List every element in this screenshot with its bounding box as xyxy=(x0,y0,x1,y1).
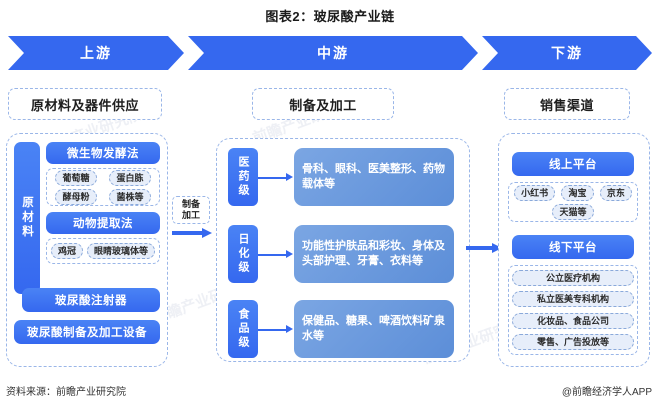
arrow-head xyxy=(286,325,293,333)
connector-label-line2: 加工 xyxy=(181,210,200,220)
stage-upstream[interactable]: 上游 xyxy=(8,36,184,70)
online-channel-items: 小红书 淘宝 京东 天猫等 xyxy=(508,182,638,222)
channel-online[interactable]: 线上平台 xyxy=(512,152,634,176)
chip-item: 化妆品、食品公司 xyxy=(512,312,634,329)
connector-label-line1: 制备 xyxy=(181,199,200,209)
header-downstream: 销售渠道 xyxy=(504,88,630,120)
arrow-midstream-to-downstream xyxy=(466,243,502,253)
chip-item: 小红书 xyxy=(514,184,556,201)
device-production-equipment[interactable]: 玻尿酸制备及加工设备 xyxy=(14,320,160,344)
brand-note: @前瞻经济学人APP xyxy=(561,387,652,398)
arrow-line xyxy=(258,329,286,331)
grade-desc-medical: 骨科、眼科、医美整形、药物载体等 xyxy=(294,148,454,206)
stage-midstream[interactable]: 中游 xyxy=(188,36,478,70)
chip-item: 京东 xyxy=(599,184,632,201)
chip-item: 零售、广告投放等 xyxy=(512,333,634,350)
arrow-line xyxy=(258,177,286,179)
arrow-head xyxy=(286,173,293,181)
chip-item: 葡萄糖 xyxy=(55,169,97,186)
chip-item: 天猫等 xyxy=(552,203,594,220)
chip-item: 鸡冠 xyxy=(50,243,83,259)
upstream-raw-material-tag: 原材料 xyxy=(14,142,40,294)
grade-desc-cosmetic: 功能性护肤品和彩妆、身体及头部护理、牙膏、衣料等 xyxy=(294,225,454,283)
arrow-line xyxy=(258,254,286,256)
page-title: 图表2：玻尿酸产业链 xyxy=(265,9,395,24)
stage-downstream[interactable]: 下游 xyxy=(482,36,652,70)
chip-item: 淘宝 xyxy=(561,184,594,201)
offline-channel-items: 公立医疗机构 私立医美专科机构 化妆品、食品公司 零售、广告投放等 xyxy=(508,265,638,355)
header-upstream: 原材料及器件供应 xyxy=(8,88,162,120)
chip-item: 眼睛玻璃体等 xyxy=(86,243,155,259)
chip-item: 私立医美专科机构 xyxy=(512,291,634,308)
grade-tag-medical[interactable]: 医药级 xyxy=(228,148,258,206)
source-note: 资料来源：前瞻产业研究院 xyxy=(6,387,126,398)
channel-offline[interactable]: 线下平台 xyxy=(512,235,634,259)
grade-tag-food[interactable]: 食品级 xyxy=(228,300,258,358)
chip-item: 公立医疗机构 xyxy=(512,270,634,287)
arrow-upstream-to-midstream xyxy=(172,228,212,238)
animal-extraction-items: 鸡冠 眼睛玻璃体等 xyxy=(46,238,160,264)
chip-item: 蛋白胨 xyxy=(109,169,151,186)
chip-item: 菌株等 xyxy=(109,188,151,205)
connector-label-left: 制备 加工 xyxy=(172,196,210,224)
header-midstream: 制备及加工 xyxy=(252,88,394,120)
device-injector[interactable]: 玻尿酸注射器 xyxy=(22,288,160,312)
fermentation-items: 葡萄糖 蛋白胨 酵母粉 菌株等 xyxy=(46,168,160,206)
arrow-head xyxy=(286,250,293,258)
method-animal-extraction[interactable]: 动物提取法 xyxy=(46,212,160,234)
chip-item: 酵母粉 xyxy=(55,188,97,205)
stage-band: 上游 中游 下游 xyxy=(8,36,652,70)
grade-desc-food: 保健品、糖果、啤酒饮料矿泉水等 xyxy=(294,300,454,358)
method-fermentation[interactable]: 微生物发酵法 xyxy=(46,142,160,164)
grade-tag-cosmetic[interactable]: 日化级 xyxy=(228,225,258,283)
